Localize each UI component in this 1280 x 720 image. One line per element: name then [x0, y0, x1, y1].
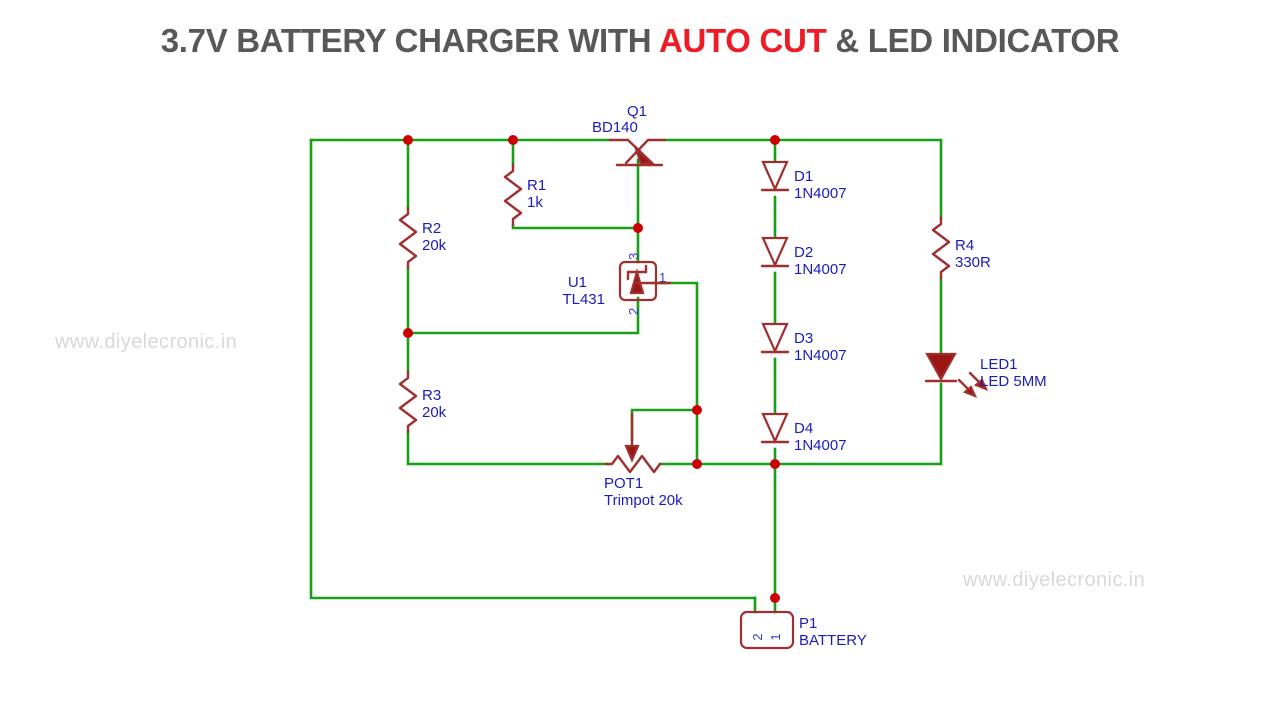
d2-triangle [761, 236, 789, 268]
led1-arrow1-head [962, 385, 978, 399]
p1-body [739, 610, 795, 650]
wire-pot-wiper-tap [630, 408, 699, 442]
r1-ref-label: R1 [527, 177, 546, 194]
u1-value-label: TL431 [562, 291, 605, 308]
led1-value-label: LED 5MM [980, 373, 1047, 390]
junction-dot-q1-base [633, 223, 643, 233]
component-r3-resistor[interactable]: R3 20k [398, 370, 447, 434]
junction-dot-divider-mid [403, 328, 413, 338]
watermark-right: www.diyelecronic.in [963, 569, 1146, 591]
d1-triangle [761, 160, 789, 192]
r2-ref-label: R2 [422, 220, 441, 237]
component-u1-tl431[interactable]: 3 1 2 U1 TL431 [562, 253, 672, 315]
r4-value-label: 330R [955, 254, 991, 271]
r2-value-label: 20k [422, 237, 447, 254]
component-r2-resistor[interactable]: R2 20k [398, 206, 447, 270]
junction-dot-r2-top [403, 135, 413, 145]
d4-value-label: 1N4007 [794, 437, 847, 454]
p1-ref-label: P1 [799, 615, 817, 632]
led1-ref-label: LED1 [980, 356, 1018, 373]
wire-r3-to-pot [406, 430, 608, 466]
component-pot1-trimpot[interactable]: POT1 Trimpot 20k [604, 412, 683, 509]
wire-r1-to-base [511, 223, 640, 230]
r4-ref-label: R4 [955, 237, 974, 254]
q1-ref-label: Q1 [627, 103, 647, 120]
d1-value-label: 1N4007 [794, 185, 847, 202]
p1-pin2-number: 2 [750, 633, 765, 640]
u1-body [618, 260, 658, 302]
junction-dot-r1-top [508, 135, 518, 145]
component-p1-battery-connector[interactable]: 2 1 P1 BATTERY [739, 610, 867, 650]
junction-dot-pot-right [692, 459, 702, 469]
p1-pin1-number: 1 [768, 633, 783, 640]
junction-dot-pot-wiper [692, 405, 702, 415]
r1-value-label: 1k [527, 194, 543, 211]
r2-zigzag [398, 206, 418, 270]
component-q1-transistor[interactable]: Q1 BD140 [592, 103, 667, 167]
pot1-zigzag [604, 454, 662, 474]
q1-emitter-arrow [633, 145, 655, 166]
component-r1-resistor[interactable]: R1 1k [503, 163, 546, 227]
pot1-ref-label: POT1 [604, 475, 643, 492]
pot1-wiper-arrow [624, 444, 640, 463]
u1-pin2-number: 2 [626, 308, 641, 315]
r3-ref-label: R3 [422, 387, 441, 404]
wire-network [309, 138, 943, 614]
junction-dot-battery-pin1 [770, 593, 780, 603]
p1-value-label: BATTERY [799, 632, 867, 649]
page-title: 3.7V BATTERY CHARGER WITH AUTO CUT & LED… [0, 22, 1280, 60]
led1-arrow2-head [973, 378, 989, 392]
component-d3-diode[interactable]: D3 1N4007 [760, 322, 847, 364]
component-d1-diode[interactable]: D1 1N4007 [760, 160, 847, 202]
u1-pin3-number: 3 [626, 253, 641, 260]
d3-ref-label: D3 [794, 330, 813, 347]
component-d2-diode[interactable]: D2 1N4007 [760, 236, 847, 278]
wire-left-outer-loop [309, 138, 757, 600]
junction-dot-diode-top [770, 135, 780, 145]
wire-top-rail-right [663, 138, 943, 220]
page-title-part1: 3.7V BATTERY CHARGER WITH [160, 22, 659, 59]
u1-ref-label: U1 [568, 274, 587, 291]
junction-dots [403, 135, 780, 603]
q1-value-label: BD140 [592, 119, 638, 136]
led1-triangle [925, 352, 957, 382]
junction-dot-bottom-rail [770, 459, 780, 469]
wire-u1-pin2-feedback [406, 296, 640, 335]
d2-ref-label: D2 [794, 244, 813, 261]
component-d4-diode[interactable]: D4 1N4007 [760, 412, 847, 454]
d1-ref-label: D1 [794, 168, 813, 185]
wire-u1-pin1-ref [652, 281, 699, 466]
component-led1[interactable]: LED1 LED 5MM [924, 352, 1047, 399]
r1-zigzag [503, 163, 523, 227]
wire-led-to-bottom-rail [773, 382, 943, 466]
q1-collector-slant [624, 138, 667, 165]
component-r4-resistor[interactable]: R4 330R [931, 216, 991, 280]
d3-value-label: 1N4007 [794, 347, 847, 364]
pot1-value-label: Trimpot 20k [604, 492, 683, 509]
r3-value-label: 20k [422, 404, 447, 421]
u1-pin1-number: 1 [659, 270, 666, 285]
d4-triangle [761, 412, 789, 444]
r3-zigzag [398, 370, 418, 434]
page-title-accent: AUTO CUT [658, 22, 827, 59]
d4-ref-label: D4 [794, 420, 813, 437]
page-title-part2: & LED INDICATOR [826, 22, 1120, 59]
d3-triangle [761, 322, 789, 354]
led1-emission-arrows [957, 371, 989, 399]
r4-zigzag [931, 216, 951, 280]
d2-value-label: 1N4007 [794, 261, 847, 278]
watermark-left: www.diyelecronic.in [55, 331, 238, 353]
